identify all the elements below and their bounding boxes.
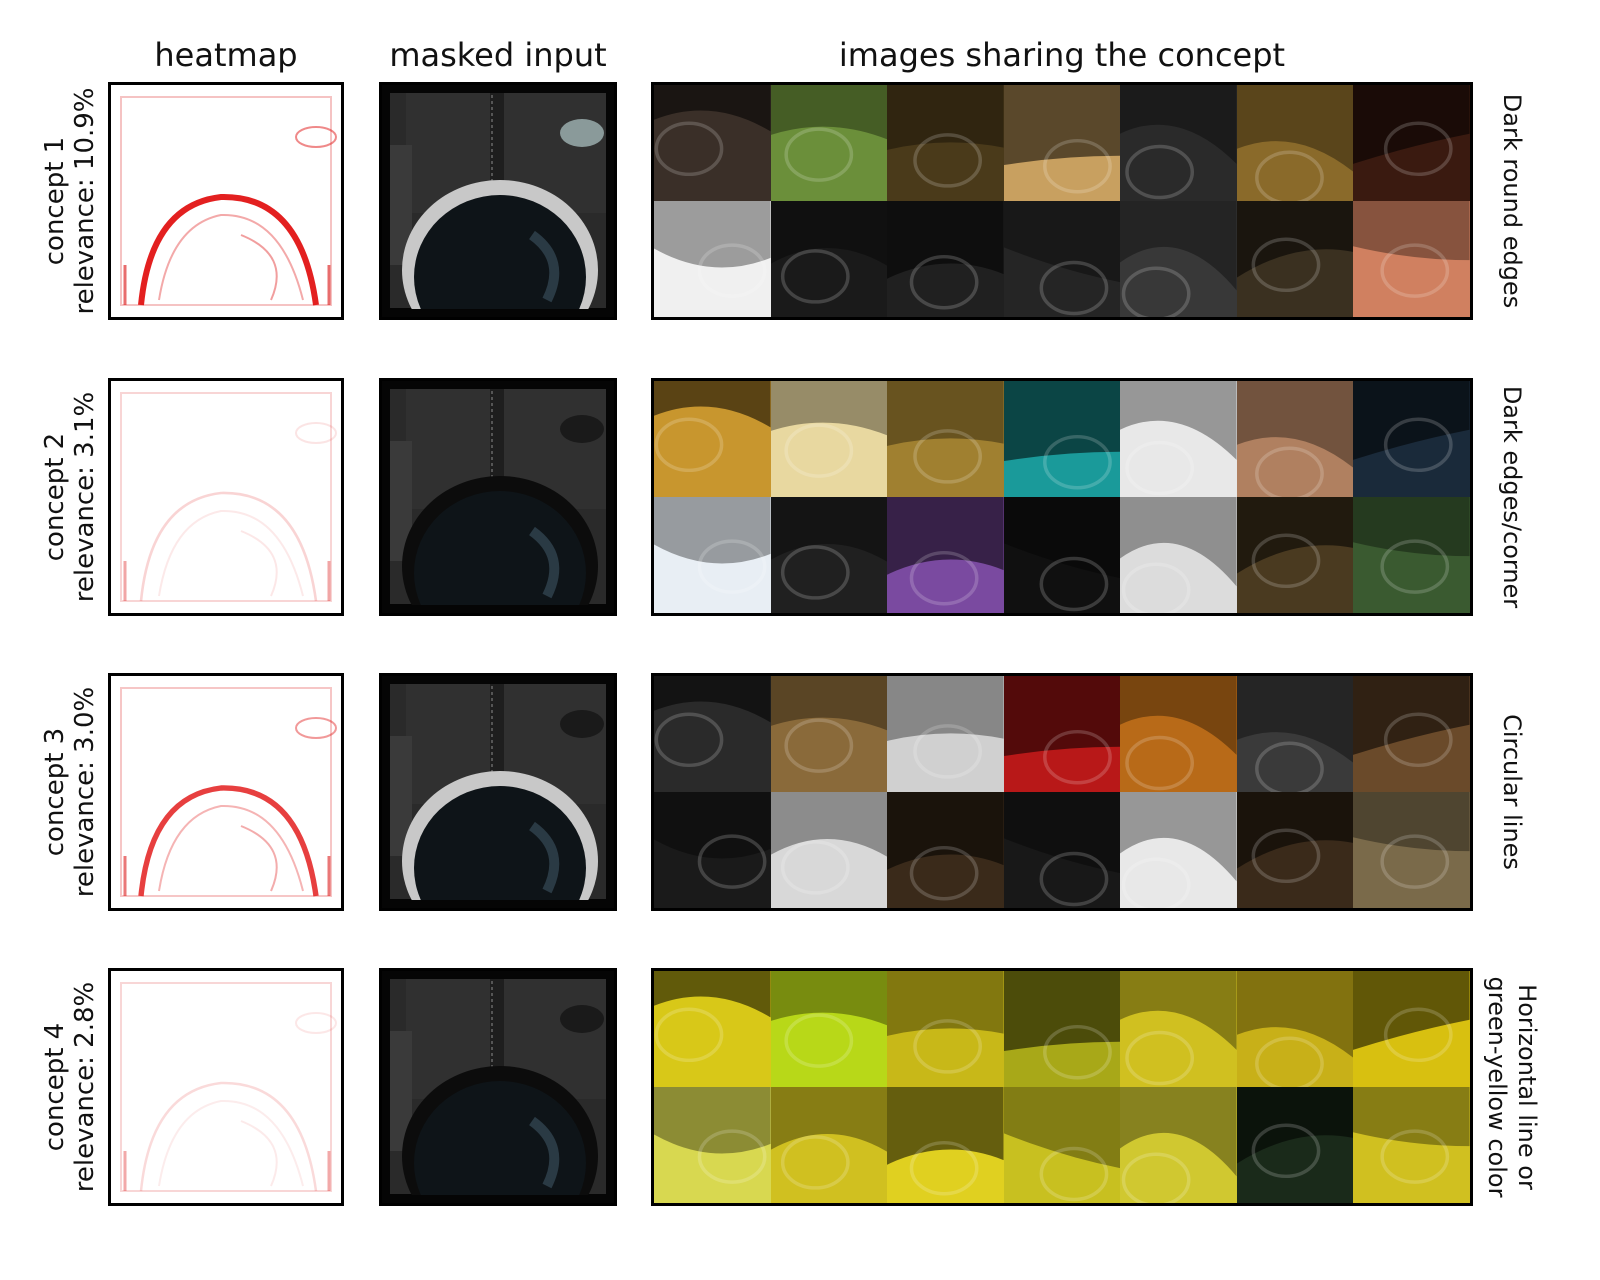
concept-image-tile bbox=[887, 497, 1004, 613]
concept-image-tile bbox=[770, 676, 888, 792]
concept-images-grid bbox=[651, 378, 1473, 616]
concept-image-tile bbox=[1236, 971, 1354, 1087]
concept-image-tile bbox=[654, 201, 771, 317]
concept-image-tile bbox=[1236, 676, 1354, 792]
concept-image-tile bbox=[1120, 971, 1237, 1087]
concept-description-line: Circular lines bbox=[1498, 714, 1526, 870]
concept-description-line: Dark round edges bbox=[1498, 93, 1526, 309]
concept-image-tile bbox=[1353, 85, 1470, 201]
concept-description-line: Horizontal line or bbox=[1513, 984, 1541, 1190]
concept-image-tile bbox=[1236, 497, 1354, 613]
concept-images-grid bbox=[651, 673, 1473, 911]
concept-name: concept 1 bbox=[40, 136, 70, 266]
concept-description: Dark round edges bbox=[1497, 82, 1527, 320]
concept-image-tile bbox=[887, 201, 1004, 317]
concept-description: Circular lines bbox=[1497, 673, 1527, 911]
concept-image-tile bbox=[1003, 497, 1121, 613]
images-header: images sharing the concept bbox=[838, 36, 1286, 74]
concept-image-tile bbox=[1236, 85, 1354, 201]
masked-input-header: masked input bbox=[389, 36, 607, 74]
concept-image-tile bbox=[1120, 792, 1237, 908]
concept-relevance: relevance: 3.1% bbox=[70, 391, 100, 603]
concept-image-tile bbox=[1353, 201, 1470, 317]
masked-input-panel bbox=[379, 82, 617, 320]
concept-image-tile bbox=[1236, 1087, 1354, 1203]
concept-image-tile bbox=[1003, 971, 1121, 1087]
concept-image-tile bbox=[1353, 971, 1470, 1087]
concept-image-tile bbox=[654, 971, 771, 1087]
heatmap-panel bbox=[108, 378, 344, 616]
concept-image-tile bbox=[1120, 1087, 1237, 1203]
concept-image-tile bbox=[1236, 381, 1354, 497]
concept-image-tile bbox=[1003, 201, 1121, 317]
concept-image-tile bbox=[654, 1087, 771, 1203]
concept-relevance: relevance: 2.8% bbox=[70, 981, 100, 1193]
concept-image-tile bbox=[887, 676, 1004, 792]
concept-image-tile bbox=[887, 1087, 1004, 1203]
masked-input-panel bbox=[379, 673, 617, 911]
heatmap-panel bbox=[108, 673, 344, 911]
concept-image-tile bbox=[1236, 201, 1354, 317]
concept-image-tile bbox=[654, 381, 771, 497]
concept-relevance: relevance: 10.9% bbox=[70, 87, 100, 315]
concept-image-tile bbox=[770, 201, 888, 317]
concept-image-tile bbox=[1003, 676, 1121, 792]
heatmap-header: heatmap bbox=[154, 36, 298, 74]
concept-image-tile bbox=[887, 381, 1004, 497]
concept-image-tile bbox=[1353, 792, 1470, 908]
concept-images-grid bbox=[651, 82, 1473, 320]
masked-input-panel bbox=[379, 378, 617, 616]
concept-name: concept 3 bbox=[40, 727, 70, 857]
concept-image-tile bbox=[770, 792, 888, 908]
concept-image-tile bbox=[1120, 676, 1237, 792]
concept-image-tile bbox=[1120, 201, 1237, 317]
concept-image-tile bbox=[770, 85, 888, 201]
concept-image-tile bbox=[887, 85, 1004, 201]
concept-image-tile bbox=[1236, 792, 1354, 908]
concept-image-tile bbox=[1353, 676, 1470, 792]
concept-description-line: Dark edges/corner bbox=[1498, 385, 1526, 609]
concept-image-tile bbox=[1003, 85, 1121, 201]
concept-image-tile bbox=[887, 971, 1004, 1087]
concept-image-tile bbox=[770, 971, 888, 1087]
concept-name: concept 2 bbox=[40, 432, 70, 562]
concept-description: Dark edges/corner bbox=[1497, 378, 1527, 616]
concept-images-grid bbox=[651, 968, 1473, 1206]
concept-image-tile bbox=[1120, 381, 1237, 497]
concept-image-tile bbox=[1003, 381, 1121, 497]
concept-image-tile bbox=[654, 676, 771, 792]
concept-image-tile bbox=[1353, 1087, 1470, 1203]
concept-image-tile bbox=[1003, 792, 1121, 908]
concept-description-line: green-yellow color bbox=[1483, 976, 1511, 1198]
heatmap-panel bbox=[108, 82, 344, 320]
concept-image-tile bbox=[1353, 381, 1470, 497]
concept-image-tile bbox=[770, 381, 888, 497]
concept-image-tile bbox=[654, 85, 771, 201]
concept-image-tile bbox=[1120, 85, 1237, 201]
concept-image-tile bbox=[887, 792, 1004, 908]
concept-relevance: relevance: 3.0% bbox=[70, 686, 100, 898]
concept-image-tile bbox=[1353, 497, 1470, 613]
concept-image-tile bbox=[770, 1087, 888, 1203]
concept-image-tile bbox=[1003, 1087, 1121, 1203]
heatmap-panel bbox=[108, 968, 344, 1206]
concept-image-tile bbox=[1120, 497, 1237, 613]
masked-input-panel bbox=[379, 968, 617, 1206]
concept-name: concept 4 bbox=[40, 1022, 70, 1152]
concept-image-tile bbox=[654, 792, 771, 908]
concept-image-tile bbox=[654, 497, 771, 613]
concept-image-tile bbox=[770, 497, 888, 613]
